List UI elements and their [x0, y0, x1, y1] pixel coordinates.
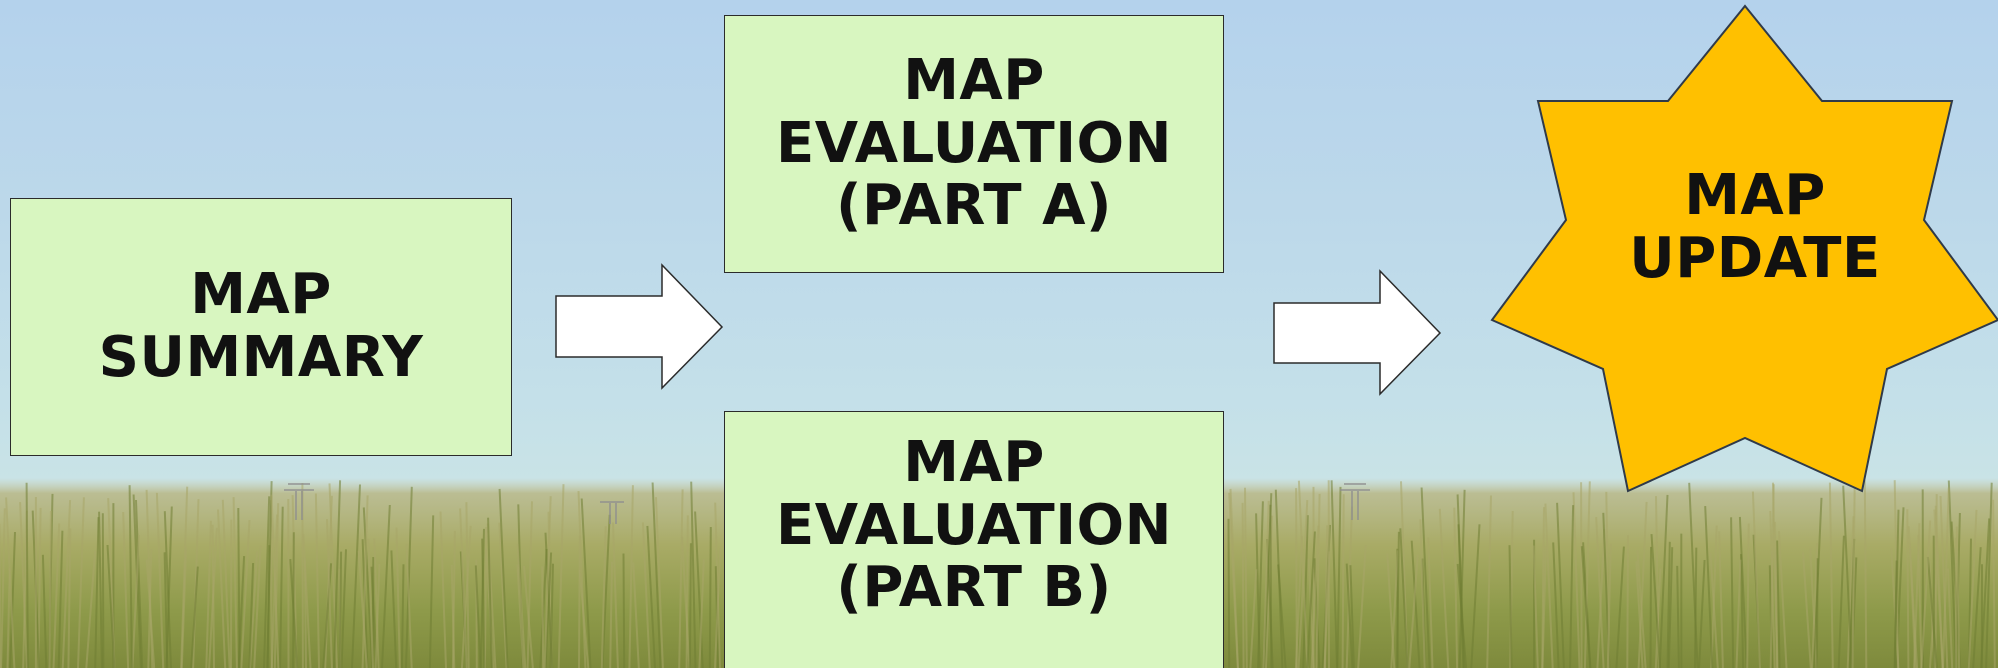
map-update-label-wrap: MAP UPDATE — [1590, 163, 1920, 291]
pylon-silhouettes — [284, 483, 1370, 524]
map-evaluation-part-b-box: MAP EVALUATION (PART B) — [724, 411, 1224, 668]
map-summary-box: MAP SUMMARY — [10, 198, 512, 456]
map-evaluation-part-b-label: MAP EVALUATION (PART B) — [775, 430, 1173, 621]
map-evaluation-part-a-label: MAP EVALUATION (PART A) — [775, 47, 1173, 239]
map-evaluation-part-a-box: MAP EVALUATION (PART A) — [724, 15, 1224, 273]
map-update-label: MAP UPDATE — [1629, 163, 1881, 291]
map-summary-label: MAP SUMMARY — [98, 262, 424, 390]
